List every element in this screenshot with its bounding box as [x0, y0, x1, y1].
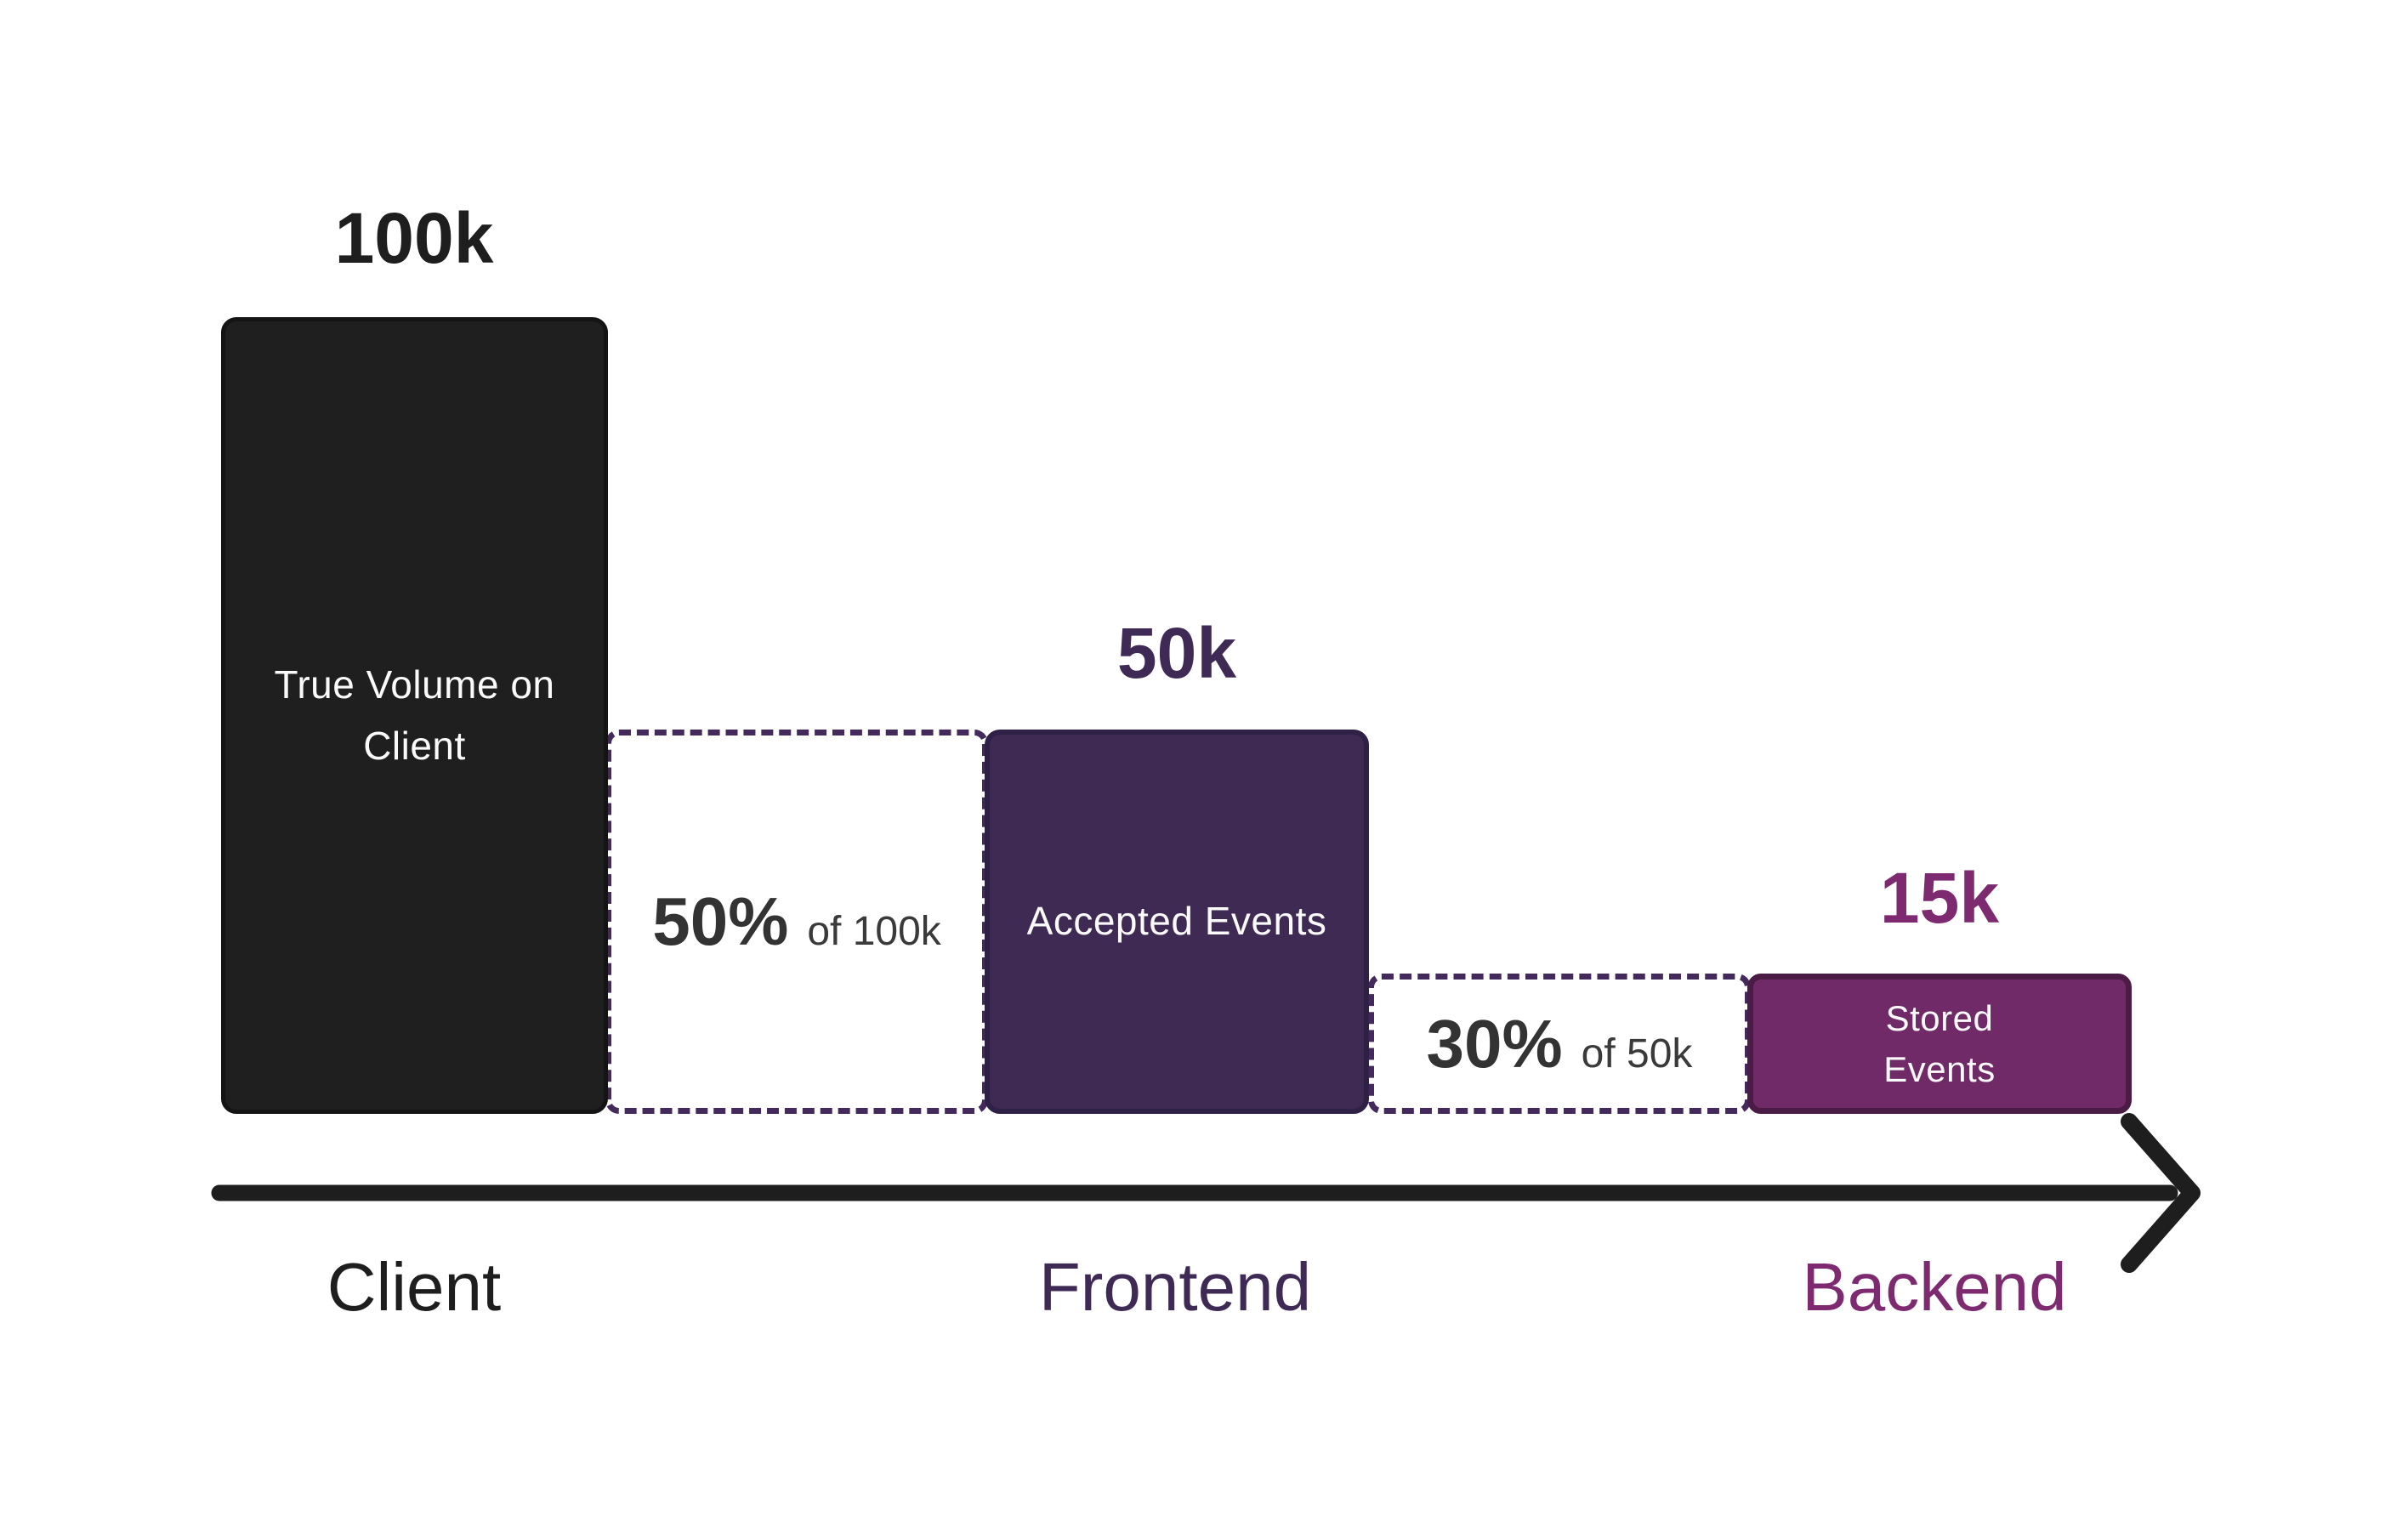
backend-retention-box: 30% of 50k — [1368, 974, 1751, 1114]
axis-label-backend: Backend — [1802, 1249, 2067, 1325]
frontend-accepted-bar: Accepted Events — [985, 730, 1369, 1114]
frontend-retention-of: of 100k — [807, 909, 941, 954]
client-value-label: 100k — [334, 198, 494, 278]
backend-stored-bar: Stored Events — [1747, 974, 2132, 1114]
frontend-retention-pct: 50% — [652, 883, 789, 959]
frontend-bar-text: Accepted Events — [1026, 899, 1327, 944]
client-volume-bar: True Volume on Client — [221, 317, 608, 1114]
axis-label-frontend: Frontend — [1038, 1249, 1312, 1325]
backend-value-label: 15k — [1879, 858, 2000, 938]
frontend-retention-box: 50% of 100k — [605, 730, 988, 1114]
backend-retention-text: 30% of 50k — [1427, 1005, 1693, 1083]
backend-retention-of: of 50k — [1581, 1031, 1693, 1076]
frontend-retention-text: 50% of 100k — [652, 883, 941, 961]
frontend-value-label: 50k — [1116, 613, 1237, 693]
client-bar-text: True Volume on Client — [274, 662, 555, 768]
axis-label-client: Client — [327, 1249, 502, 1325]
backend-retention-pct: 30% — [1426, 1005, 1563, 1082]
backend-bar-text: Stored Events — [1883, 997, 1996, 1089]
arrow-head-icon — [2121, 1113, 2201, 1273]
